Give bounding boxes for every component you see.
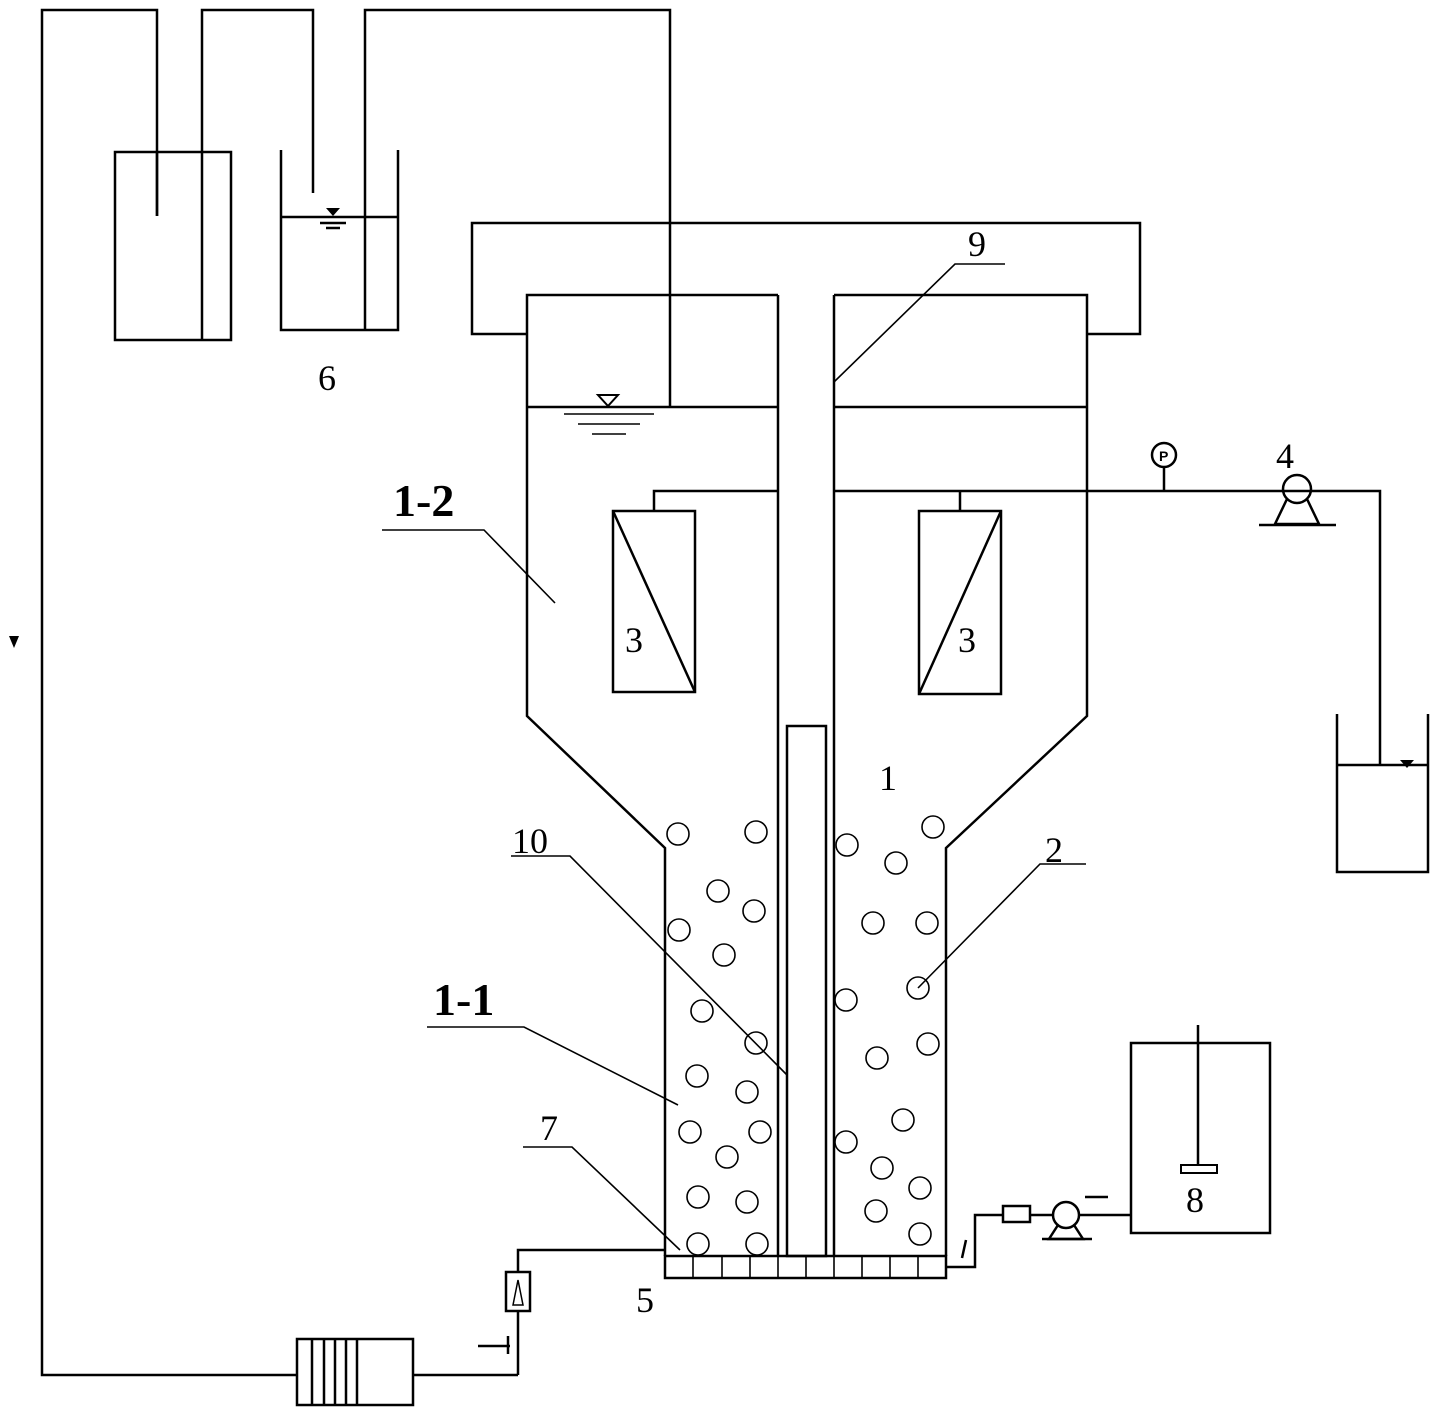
flow-marker-icon bbox=[9, 636, 19, 648]
carrier-particle bbox=[686, 1232, 710, 1256]
label-reactor: 1 bbox=[879, 758, 897, 798]
stirrer-icon bbox=[1180, 1164, 1218, 1174]
gas-holder bbox=[113, 150, 233, 342]
carrier-particle bbox=[891, 1108, 915, 1132]
label-carrier: 2 bbox=[1045, 830, 1063, 870]
carrier-particle bbox=[667, 918, 691, 942]
carrier-particle bbox=[906, 976, 930, 1000]
carrier-particle bbox=[915, 911, 939, 935]
label-membrane-left: 3 bbox=[625, 620, 643, 660]
carrier-particle bbox=[908, 1222, 932, 1246]
carrier-particle bbox=[921, 815, 945, 839]
label-membrane-right: 3 bbox=[958, 620, 976, 660]
pressure-gauge: P bbox=[1150, 441, 1178, 491]
draft-tube bbox=[785, 724, 828, 1258]
label-plate: 7 bbox=[540, 1108, 558, 1148]
carrier-particle bbox=[685, 1064, 709, 1088]
carrier-particle bbox=[742, 899, 766, 923]
carrier-particle bbox=[834, 988, 858, 1012]
label-distributor: 5 bbox=[636, 1280, 654, 1320]
distributor-plate bbox=[663, 1254, 948, 1280]
carrier-particle bbox=[865, 1046, 889, 1070]
reactor-body bbox=[525, 293, 1089, 1256]
label-draft-tube: 10 bbox=[512, 821, 548, 861]
label-suction-pump: 4 bbox=[1276, 436, 1294, 476]
carrier-particle bbox=[706, 879, 730, 903]
carrier-particle bbox=[864, 1199, 888, 1223]
gas-recirculation-line bbox=[40, 8, 672, 1377]
membrane-module-right bbox=[834, 489, 1382, 765]
carrier-particles bbox=[666, 815, 945, 1256]
carrier-particle bbox=[748, 1120, 772, 1144]
carrier-particle bbox=[908, 1176, 932, 1200]
gas-compressor bbox=[295, 1337, 415, 1407]
label-gas-tank: 6 bbox=[318, 358, 336, 398]
feed-tank bbox=[1129, 1025, 1272, 1235]
carrier-particle bbox=[916, 1032, 940, 1056]
label-feed-tank: 8 bbox=[1186, 1180, 1204, 1220]
carrier-particle bbox=[861, 911, 885, 935]
carrier-particle bbox=[884, 851, 908, 875]
carrier-particle bbox=[834, 1130, 858, 1154]
gas-tank-6 bbox=[279, 150, 400, 332]
feed-pump-icon bbox=[1051, 1200, 1081, 1230]
carrier-particle bbox=[715, 1145, 739, 1169]
carrier-particle bbox=[678, 1120, 702, 1144]
label-upper-zone: 1-2 bbox=[393, 475, 454, 526]
label-lower-zone: 1-1 bbox=[433, 974, 494, 1025]
carrier-particle bbox=[666, 822, 690, 846]
carrier-particle bbox=[690, 999, 714, 1023]
carrier-particle bbox=[735, 1080, 759, 1104]
carrier-particle bbox=[735, 1190, 759, 1214]
water-level-symbol bbox=[564, 394, 654, 435]
carrier-particle bbox=[744, 1031, 768, 1055]
permeate-tank bbox=[1335, 714, 1430, 874]
gas-inlet-line bbox=[478, 1248, 665, 1354]
carrier-particle bbox=[835, 833, 859, 857]
membrane-module-left bbox=[611, 489, 778, 694]
carrier-particle bbox=[870, 1156, 894, 1180]
leader-lines bbox=[382, 263, 1086, 1251]
carrier-particle bbox=[744, 820, 768, 844]
carrier-particle bbox=[686, 1185, 710, 1209]
rotameter-icon bbox=[504, 1270, 532, 1313]
carrier-particle bbox=[712, 943, 736, 967]
check-valve-icon bbox=[1001, 1204, 1032, 1224]
water-level-icon bbox=[326, 208, 340, 216]
carrier-particle bbox=[745, 1232, 769, 1256]
pressure-gauge-label: P bbox=[1159, 448, 1168, 464]
gas-header-pipe bbox=[470, 221, 1142, 336]
label-gas-collector: 9 bbox=[968, 224, 986, 264]
feed-line bbox=[946, 1195, 1131, 1269]
suction-pump bbox=[1259, 473, 1336, 527]
